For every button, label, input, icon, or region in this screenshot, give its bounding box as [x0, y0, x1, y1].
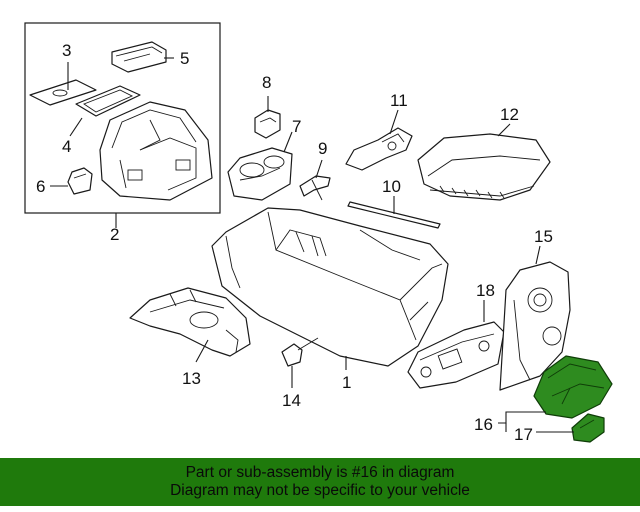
part-9-latch[interactable] [299, 175, 331, 201]
parts-diagram: 1 2 3 4 5 6 7 8 9 10 11 12 13 14 15 16 1… [24, 22, 613, 444]
part-2-bin[interactable] [99, 101, 213, 201]
callout-13: 13 [182, 369, 201, 388]
callout-7: 7 [292, 117, 301, 136]
part-17-switch[interactable] [571, 413, 605, 443]
part-5-cover[interactable] [111, 41, 167, 73]
footer-line-2: Diagram may not be specific to your vehi… [170, 482, 470, 499]
callout-5: 5 [180, 49, 189, 68]
callout-1: 1 [342, 373, 351, 392]
part-14-bolt[interactable] [281, 337, 319, 367]
part-3-mat[interactable] [29, 79, 97, 106]
callout-15: 15 [534, 227, 553, 246]
callout-12: 12 [500, 105, 519, 124]
part-11-hinge[interactable] [345, 127, 413, 171]
callout-8: 8 [262, 73, 271, 92]
callout-4: 4 [62, 137, 71, 156]
callout-9: 9 [318, 139, 327, 158]
callout-14: 14 [282, 391, 301, 410]
callout-6: 6 [36, 177, 45, 196]
part-6-clip[interactable] [67, 167, 93, 195]
footer-line-1: Part or sub-assembly is #16 in diagram [185, 464, 455, 481]
callout-10: 10 [382, 177, 401, 196]
part-10-rod[interactable] [347, 201, 441, 229]
leader-lines [50, 57, 574, 433]
callout-2: 2 [110, 225, 119, 244]
part-12-armrest[interactable] [417, 133, 551, 201]
callout-16: 16 [474, 415, 493, 434]
part-13-duct[interactable] [129, 287, 251, 357]
callout-11: 11 [390, 91, 408, 110]
part-7-cupholder[interactable] [227, 147, 293, 201]
callout-3: 3 [62, 41, 71, 60]
part-4-mat[interactable] [75, 85, 141, 117]
callout-labels: 1 2 3 4 5 6 7 8 9 10 11 12 13 14 15 16 1… [36, 41, 553, 444]
part-1-console[interactable] [211, 207, 449, 367]
subassembly-box [24, 22, 221, 214]
part-8-bracket[interactable] [254, 109, 281, 139]
callout-17: 17 [514, 425, 533, 444]
callout-18: 18 [476, 281, 495, 300]
footer-banner: Part or sub-assembly is #16 in diagram D… [0, 458, 640, 506]
part-15-trim-panel[interactable] [499, 261, 571, 391]
part-16-housing[interactable] [533, 355, 613, 419]
